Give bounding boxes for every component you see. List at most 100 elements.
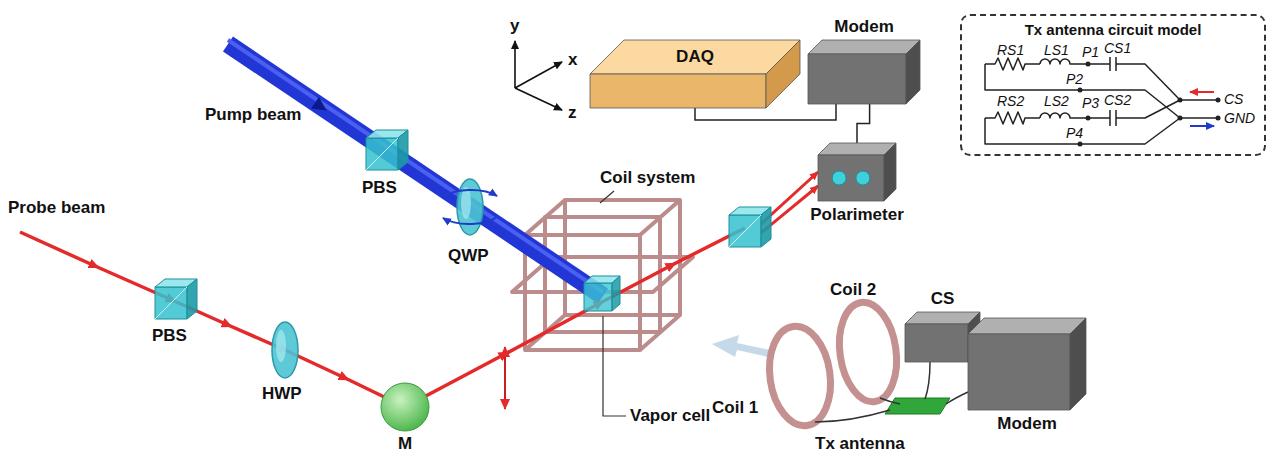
- probe-beam: [20, 172, 818, 409]
- axis-label: y: [510, 16, 519, 36]
- leader-line: [600, 191, 614, 203]
- current-arrows: [1190, 92, 1214, 126]
- beam-label: Probe beam: [8, 198, 105, 218]
- box-front-face: [808, 54, 906, 104]
- pump-beam: [228, 40, 603, 292]
- photodiode: [856, 171, 870, 185]
- box-side-face: [766, 40, 800, 108]
- box-top-face: [808, 40, 920, 54]
- optic-label: PBS: [362, 178, 397, 198]
- field-direction-arrow: [712, 335, 770, 357]
- box-label: CS: [931, 289, 955, 309]
- optic-label: HWP: [262, 384, 302, 404]
- polarimeter-pbs-cube: [729, 215, 761, 247]
- box-top-face: [818, 143, 896, 155]
- coil-system-frame: [640, 200, 680, 235]
- antenna-board: [885, 398, 950, 414]
- circuit-schematic: [1180, 99, 1218, 101]
- component-label: LS1: [1044, 42, 1069, 58]
- box-label: Modem: [997, 414, 1057, 434]
- pump-pbs-cube: [366, 138, 398, 170]
- mirror: [381, 383, 429, 431]
- tx-antenna-coils: [833, 299, 902, 406]
- vapor-cell: [584, 283, 612, 311]
- circuit-schematic: [985, 112, 1040, 124]
- quarter-wave-plate: [443, 216, 498, 224]
- probe-pbs-cube: [155, 287, 187, 319]
- vapor-cell: [584, 276, 620, 311]
- tx-antenna-coils: [763, 299, 902, 430]
- cable-connector: [857, 104, 870, 143]
- component-label: CS2: [1104, 92, 1131, 108]
- terminal-label: CS: [1224, 91, 1243, 107]
- part-label: Coil 1: [712, 398, 758, 418]
- probe-beam: [20, 228, 745, 407]
- vapor-cell: [612, 276, 620, 311]
- box-side-face: [906, 40, 920, 104]
- antenna-wires: [815, 362, 968, 422]
- circuit-schematic: [1109, 57, 1111, 71]
- circuit-dots: [1078, 62, 1221, 147]
- half-wave-plate: [272, 322, 298, 378]
- mirror: [381, 383, 429, 431]
- pump-beam: [228, 40, 603, 296]
- probe-pbs-cube: [187, 279, 197, 319]
- beam-label: Pump beam: [205, 105, 301, 125]
- coil-system-frame: [640, 315, 680, 350]
- pump-pbs-cube: [366, 130, 408, 170]
- node-point-label: P1: [1082, 44, 1099, 60]
- axes: [515, 88, 562, 110]
- quarter-wave-plate: [461, 187, 471, 219]
- daq-box: DAQ: [590, 40, 800, 108]
- leader-line: [600, 191, 626, 416]
- circuit-dots: [1086, 116, 1091, 121]
- circuit-schematic: [1040, 113, 1110, 118]
- photodiode: [832, 171, 846, 185]
- circuit-dots: [1178, 98, 1183, 103]
- axes: [515, 41, 562, 110]
- axis-label: z: [568, 103, 577, 123]
- box-label: DAQ: [676, 47, 714, 67]
- box-top-face: [905, 312, 980, 324]
- circuit-schematic: [1040, 59, 1110, 64]
- quarter-wave-plate: [442, 179, 498, 235]
- antenna-wires: [880, 398, 900, 404]
- quarter-wave-plate: [442, 190, 497, 198]
- circuit-schematic: [985, 58, 1040, 70]
- part-label: Coil system: [600, 168, 695, 188]
- quarter-wave-plate: [457, 179, 483, 235]
- circuit-schematic: [1180, 117, 1218, 119]
- box-shape: [808, 40, 920, 104]
- probe-beam: [504, 347, 506, 409]
- leader-line: [603, 316, 626, 416]
- axes: [514, 41, 516, 88]
- axes: [515, 62, 562, 88]
- tx-antenna-coils: [763, 322, 836, 429]
- circuit-dots: [1178, 116, 1183, 121]
- node-point-label: P4: [1066, 125, 1083, 141]
- optic-label: QWP: [448, 246, 489, 266]
- antenna-wires: [815, 410, 890, 422]
- box-front-face: [818, 155, 884, 201]
- box-side-face: [1070, 318, 1086, 410]
- half-wave-plate: [272, 322, 298, 378]
- box-top-face: [968, 318, 1086, 334]
- box-side-face: [884, 143, 896, 201]
- coil-system-frame: [525, 200, 565, 235]
- node-point-label: P3: [1082, 95, 1099, 111]
- terminal-label: GND: [1224, 110, 1255, 126]
- current-arrows: [1190, 125, 1214, 127]
- pump-pbs-cube: [398, 130, 408, 170]
- optic-label: PBS: [152, 326, 187, 346]
- axis-label: x: [568, 50, 577, 70]
- component-label: LS2: [1044, 93, 1069, 109]
- field-direction-arrow: [712, 335, 770, 357]
- polarimeter-box: Polarimeter: [818, 143, 896, 201]
- pump-pbs-cube: [366, 138, 398, 170]
- box-shape: [818, 143, 896, 201]
- half-wave-plate: [276, 330, 286, 362]
- component-label: RS2: [997, 93, 1024, 109]
- probe-pbs-cube: [155, 287, 187, 319]
- pump-beam: [228, 44, 603, 296]
